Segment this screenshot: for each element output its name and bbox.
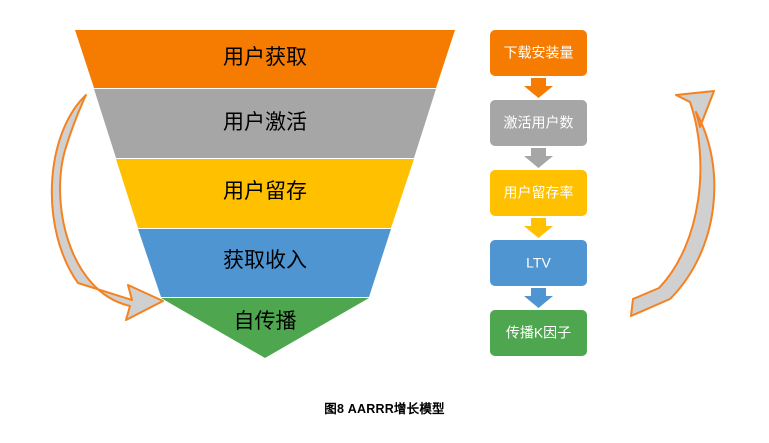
metric-connector-0 (524, 78, 553, 98)
funnel-group: 用户获取 用户激活 用户留存 获取收入 自传播 (75, 30, 455, 358)
funnel-label-2: 用户留存 (223, 179, 307, 203)
metrics-flow-group: 下载安装量 激活用户数 用户留存率 LTV 传播K因子 (490, 30, 587, 356)
metric-box-2[interactable] (490, 170, 587, 216)
funnel-label-0: 用户获取 (223, 45, 307, 69)
metric-connector-3 (524, 288, 553, 308)
right-loop-arrow (630, 90, 716, 317)
metric-box-label-2: 用户留存率 (504, 185, 574, 201)
left-loop-arrow-shape (50, 94, 164, 321)
funnel-label-3: 获取收入 (223, 248, 307, 272)
metric-box-label-1: 激活用户数 (504, 115, 574, 131)
funnel-band-1 (94, 89, 436, 158)
metric-box-0[interactable] (490, 30, 587, 76)
funnel-band-0 (75, 30, 455, 88)
funnel-band-2 (116, 159, 414, 228)
metric-connector-1 (524, 148, 553, 168)
metric-box-label-4: 传播K因子 (506, 325, 571, 341)
metric-box-label-0: 下载安装量 (504, 45, 574, 61)
metric-connector-2 (524, 218, 553, 238)
funnel-band-4 (161, 298, 369, 358)
figure-caption: 图8 AARRR增长模型 (324, 402, 445, 416)
right-loop-arrow-shape (630, 90, 716, 317)
funnel-band-3 (138, 229, 391, 297)
metric-box-3[interactable] (490, 240, 587, 286)
metric-box-4[interactable] (490, 310, 587, 356)
funnel-label-1: 用户激活 (223, 110, 307, 134)
metric-box-label-3: LTV (526, 255, 551, 271)
metric-box-1[interactable] (490, 100, 587, 146)
left-loop-arrow (50, 94, 164, 321)
funnel-label-4: 自传播 (234, 309, 297, 333)
